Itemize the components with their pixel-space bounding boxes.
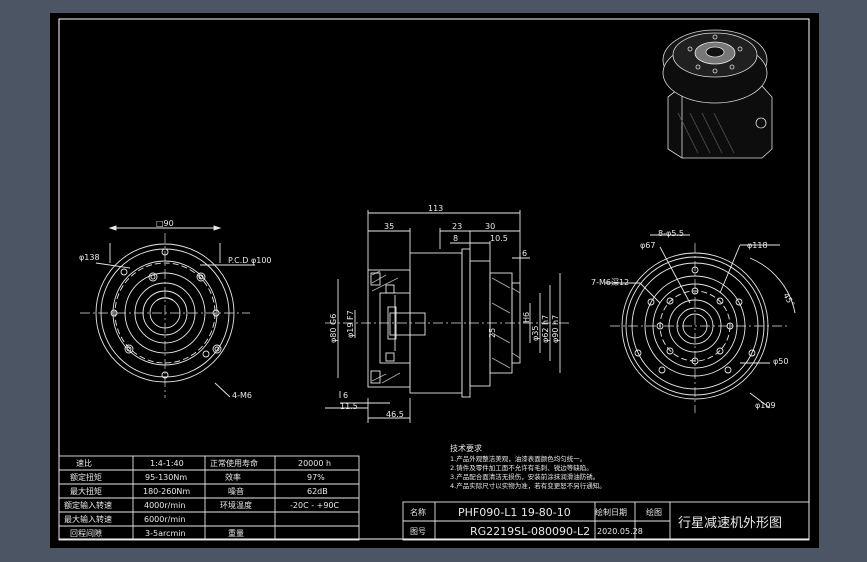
spec-r0-c0: 速比 — [76, 458, 92, 468]
product-3d-image — [662, 29, 773, 159]
side-view — [325, 210, 570, 423]
spec-r4-c1: 6000r/min — [144, 515, 185, 524]
spec-r5-c1: 3-5arcmin — [145, 529, 186, 538]
side-len-25: 25 — [488, 328, 497, 338]
output-holes-7: 7-M6深12 — [591, 278, 629, 287]
output-dia-50: φ50 — [773, 357, 788, 366]
spec-r1-c0: 额定扭矩 — [70, 472, 102, 482]
spec-r1-c1: 95-130Nm — [145, 473, 187, 482]
spec-r3-c3: -20C - +90C — [290, 501, 340, 510]
spec-r3-c0: 额定输入转速 — [64, 500, 112, 510]
side-len-6-bottom: 6 — [343, 391, 348, 400]
side-len-35: 35 — [384, 222, 394, 231]
output-dia-67: φ67 — [640, 241, 655, 250]
title-label-drawing-no: 图号 — [410, 527, 426, 536]
side-len-8: 8 — [453, 234, 458, 243]
front-view — [80, 225, 255, 398]
front-pcd-label: P.C.D φ100 — [228, 256, 272, 265]
notes-line-2: 2.铸件及零件加工面不允许有毛刺、锐边等缺陷。 — [450, 463, 593, 472]
side-len-6-top: 6 — [522, 249, 527, 258]
title-date: 2020.05.28 — [597, 527, 643, 536]
side-len-11-5: 11.5 — [340, 402, 358, 411]
title-label-date: 绘制日期 — [595, 507, 627, 517]
spec-r3-c1: 4000r/min — [144, 501, 185, 510]
side-dia-90: φ90 h7 — [551, 315, 560, 343]
title-drawing-no: RG2219SL-080090-L2 — [470, 525, 590, 538]
spec-r0-c2: 正常使用寿命 — [210, 458, 258, 468]
title-label-draw: 绘图 — [646, 507, 662, 517]
side-len-30: 30 — [485, 222, 495, 231]
side-h6-label: H6 — [522, 312, 531, 323]
side-dia-g6: φ80 G6 — [329, 314, 338, 343]
spec-r3-c2: 环境温度 — [220, 500, 252, 510]
output-view — [605, 234, 796, 413]
side-dia-f7: φ19 F7 — [346, 310, 355, 338]
spec-r2-c3: 62dB — [307, 487, 328, 496]
side-dia-62: φ62 h7 — [541, 315, 550, 343]
front-holes-label: 4-M6 — [232, 391, 252, 400]
spec-r2-c1: 180-260Nm — [143, 487, 190, 496]
output-angle: 45° — [781, 292, 796, 309]
title-block — [402, 501, 810, 541]
spec-r0-c3: 20000 h — [298, 459, 331, 468]
output-holes-8: 8-φ5.5 — [658, 229, 684, 238]
spec-r5-c0: 回程间隙 — [70, 528, 102, 538]
drawing-sheet: □90 φ138 P.C.D φ100 4-M6 — [50, 13, 819, 548]
side-dia-35: φ35 — [531, 326, 540, 341]
side-len-10-5: 10.5 — [490, 234, 508, 243]
output-dia-118: φ118 — [747, 241, 768, 250]
spec-r1-c2: 效率 — [225, 472, 241, 482]
notes-title: 技术要求 — [450, 443, 482, 453]
spec-r0-c1: 1:4-1:40 — [150, 459, 184, 468]
cad-drawing: □90 φ138 P.C.D φ100 4-M6 — [58, 18, 810, 541]
title-main: 行星减速机外形图 — [678, 516, 782, 531]
side-overall-length: 113 — [428, 204, 443, 213]
output-dia-109: φ109 — [755, 401, 776, 410]
spec-r2-c0: 最大扭矩 — [70, 486, 102, 496]
spec-r1-c3: 97% — [307, 473, 325, 482]
notes-line-4: 4.产品实际尺寸以实物为准，若有变更恕不另行通知。 — [450, 481, 606, 490]
title-label-name: 名称 — [410, 507, 426, 517]
notes-line-1: 1.产品外观整洁美观，油漆表面颜色均匀统一。 — [450, 454, 586, 463]
side-len-46-5: 46.5 — [386, 410, 404, 419]
notes-line-3: 3.产品配合面清洁无损伤，安装前涂抹润滑油防锈。 — [450, 472, 599, 481]
border-frame — [58, 18, 810, 540]
spec-r2-c2: 噪音 — [228, 486, 244, 496]
front-outer-dia-label: φ138 — [79, 253, 100, 262]
spec-r5-c2: 重量 — [228, 528, 244, 538]
spec-table — [58, 455, 360, 541]
title-model: PHF090-L1 19-80-10 — [458, 506, 571, 519]
side-len-23: 23 — [452, 222, 462, 231]
spec-r4-c0: 最大输入转速 — [64, 514, 112, 524]
front-box-width-label: □90 — [156, 219, 174, 228]
